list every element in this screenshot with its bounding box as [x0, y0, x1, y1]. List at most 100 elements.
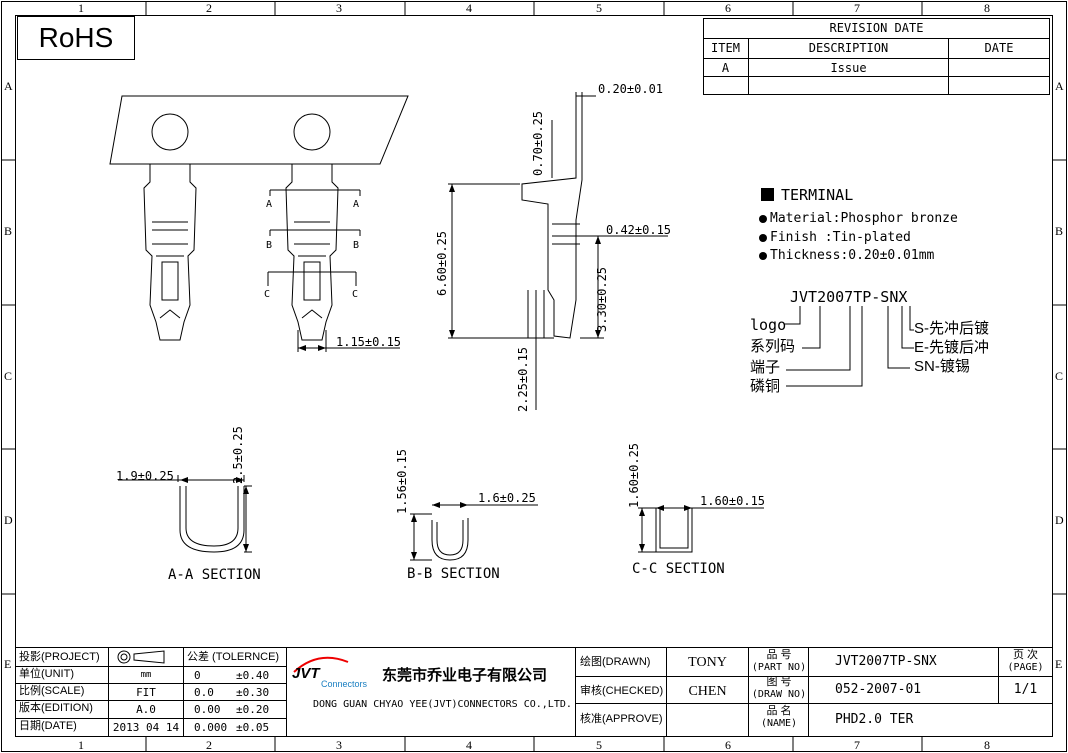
tb-name-label: (NAME) [760, 718, 798, 729]
tb-tol-b: ±0.20 [236, 703, 270, 716]
col-label: 4 [466, 738, 472, 752]
tb-tol-b: ±0.40 [236, 669, 270, 682]
col-label: 1 [78, 1, 84, 15]
tb-drawn-value: TONY [688, 655, 727, 670]
row-label: D [4, 513, 13, 527]
section-title-aa: A-A SECTION [168, 567, 261, 583]
col-label: 8 [984, 1, 990, 15]
tb-drawn-label: 绘图(DRAWN) [580, 656, 651, 668]
col-label: 2 [206, 738, 212, 752]
col-label: 4 [466, 1, 472, 15]
section-title-bb: B-B SECTION [407, 566, 500, 582]
tb-unit-value: mm [140, 670, 152, 680]
spec-thickness: Thickness:0.20±0.01mm [770, 248, 935, 263]
dim-tip-length: 0.70±0.25 [531, 110, 545, 176]
tb-page-label: (PAGE) [1007, 662, 1044, 673]
col-label: 6 [725, 1, 731, 15]
tb-tol-a: 0.00 [194, 703, 221, 716]
side-view [448, 92, 668, 410]
revision-header-date: DATE [984, 41, 1014, 55]
row-label: E [1055, 657, 1063, 671]
row-label: C [4, 369, 13, 383]
title-block-lines [15, 647, 1053, 737]
tb-scale-value: FIT [136, 686, 156, 699]
revision-row-description: Issue [830, 61, 867, 75]
legend-part-number: JVT2007TP-SNX [790, 288, 908, 306]
legend-label-terminal: 端子 [750, 359, 781, 376]
col-label: 5 [596, 1, 602, 15]
col-label: 5 [596, 738, 602, 752]
tb-scale-label: 比例(SCALE) [19, 685, 85, 697]
tb-company-en: DONG GUAN CHYAO YEE(JVT)CONNECTORS CO.,L… [313, 699, 572, 710]
tb-tol-b: ±0.30 [236, 686, 270, 699]
col-label: 6 [725, 738, 731, 752]
dim-aa-height: 2.5±0.25 [231, 426, 245, 484]
tb-page-value: 1/1 [1013, 682, 1038, 697]
tb-tol-b: ±0.05 [236, 721, 270, 734]
col-label: 8 [984, 738, 990, 752]
dim-bottom-length: 2.25±0.15 [516, 346, 530, 412]
tb-project-label: 投影(PROJECT) [19, 651, 100, 663]
marker-a-left: A [266, 199, 273, 210]
rohs-badge: RoHS [17, 16, 135, 60]
aa-section [118, 475, 252, 553]
section-title-cc: C-C SECTION [632, 561, 725, 577]
legend-label-series: 系列码 [750, 338, 796, 355]
tb-tol-a: 0.000 [194, 721, 228, 734]
dim-top-thickness: 0.20±0.01 [598, 82, 664, 96]
row-label: B [4, 224, 13, 238]
tb-tol-a: 0 [194, 669, 201, 682]
front-view [109, 95, 409, 352]
tb-checked-label: 审核(CHECKED) [580, 685, 664, 697]
projection-symbol-icon [117, 650, 165, 664]
spec-finish: Finish :Tin-plated [770, 230, 911, 245]
tb-company-logo: JVT [292, 665, 320, 682]
cc-section [638, 507, 764, 553]
bb-section [410, 504, 538, 561]
marker-c-left: C [264, 289, 271, 300]
legend-label-logo: logo [750, 316, 787, 334]
revision-header-item: ITEM [711, 41, 740, 55]
tb-tol-a: 0.0 [194, 686, 214, 699]
spec-heading: TERMINAL [781, 186, 854, 204]
col-label: 3 [336, 1, 342, 15]
row-label: A [1055, 79, 1064, 93]
revision-header-description: DESCRIPTION [808, 41, 889, 55]
col-label: 7 [854, 738, 860, 752]
dim-lower-length: 3.30±0.25 [595, 266, 609, 332]
tb-name-value: PHD2.0 TER [835, 712, 914, 727]
tb-company-logo-sub: Connectors [321, 679, 368, 689]
tb-tolerance-title: 公差 (TOLERNCE) [187, 651, 280, 663]
marker-c-right: C [352, 289, 359, 300]
dim-bb-height: 1.56±0.15 [395, 448, 409, 514]
bullet-icon [759, 215, 767, 223]
dim-bb-width: 1.6±0.25 [478, 491, 536, 505]
tb-edition-label: 版本(EDITION) [19, 702, 93, 714]
tb-name-label-cn: 品 名 [766, 705, 792, 717]
dim-overall-length: 6.60±0.25 [435, 230, 449, 296]
jvt-logo-icon [293, 656, 349, 673]
col-label: 2 [206, 1, 212, 15]
tb-part-no-value: JVT2007TP-SNX [835, 654, 937, 669]
legend-suffix-s: S-先冲后镀 [914, 320, 990, 337]
dim-tab-width: 0.42±0.15 [606, 223, 672, 237]
spec-material: Material:Phosphor bronze [770, 211, 958, 226]
col-label: 1 [78, 738, 84, 752]
tb-draw-no-label: (DRAW NO) [751, 689, 807, 700]
tb-part-no-label: (PART NO) [751, 662, 807, 673]
row-label: D [1055, 513, 1064, 527]
part-legend-lines [784, 306, 914, 387]
bullet-icon [759, 252, 767, 260]
col-label: 7 [854, 1, 860, 15]
dim-cc-width: 1.60±0.15 [700, 494, 766, 508]
row-label: C [1055, 369, 1064, 383]
tb-draw-no-label-cn: 图 号 [766, 676, 792, 688]
dim-aa-width: 1.9±0.25 [116, 469, 174, 483]
revision-row-item: A [721, 61, 730, 75]
row-label: A [4, 79, 13, 93]
tb-company-cn: 东莞市乔业电子有限公司 [382, 667, 548, 684]
tb-part-no-label-cn: 品 号 [766, 649, 792, 661]
legend-suffix-e: E-先镀后冲 [914, 339, 990, 356]
marker-b-right: B [353, 240, 360, 251]
marker-a-right: A [353, 199, 360, 210]
